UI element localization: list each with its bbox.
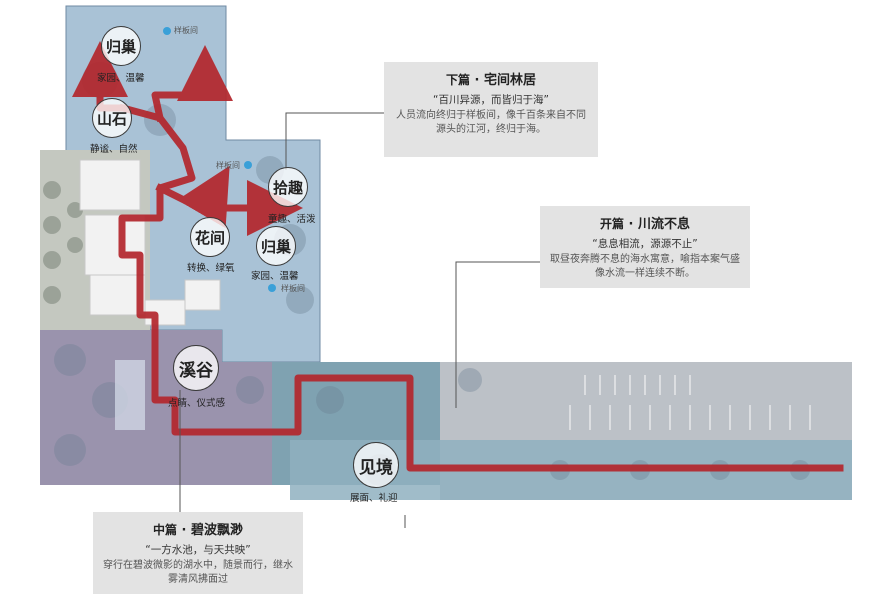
marker-dot-3 — [268, 284, 276, 292]
callout-zhong-prefix: 中篇 — [152, 523, 177, 537]
node-guichao-mid: 归巢 — [256, 226, 296, 266]
node-xigu: 溪谷 — [173, 345, 219, 391]
marker-label-2: 样板间 — [216, 161, 240, 170]
leader-kai — [455, 261, 540, 408]
callout-zhong-heading: 中篇 · 碧波飘渺 — [152, 523, 244, 538]
parking-stalls — [569, 375, 811, 430]
reflecting-pool — [115, 360, 145, 430]
leader-lines — [179, 112, 540, 512]
marker-label-1: 样板间 — [174, 26, 198, 35]
marker-dot-2 — [244, 161, 252, 169]
leader-xia — [285, 112, 384, 170]
node-guichao-mid-sub: 家园、温馨 — [251, 271, 299, 282]
callout-xia-prefix: 下篇 — [445, 73, 470, 87]
node-huajian: 花间 — [190, 217, 230, 257]
zone-lower-purple — [40, 330, 300, 485]
node-xigu-sub: 点睛、仪式感 — [168, 398, 226, 409]
callout-zhong-quote: “一方水池，与天共映” — [145, 544, 251, 556]
node-shanshi: 山石 — [92, 98, 132, 138]
callout-kai-prefix: 开篇 — [599, 217, 624, 231]
node-shiqu-sub: 童趣、活泼 — [268, 214, 316, 225]
callout-xia-title: 宅间林居 — [484, 73, 537, 88]
callout-xia-quote: “百川异源，而皆归于海” — [433, 94, 549, 106]
node-guichao-top-sub: 家园、温馨 — [97, 73, 145, 84]
buildings — [79, 159, 221, 326]
left-tree-row — [43, 181, 83, 304]
node-shanshi-sub: 静谧、自然 — [90, 144, 138, 155]
callout-kai-heading: 开篇 · 川流不息 — [599, 217, 691, 232]
node-huajian-sub: 转换、绿氧 — [187, 263, 235, 274]
callout-zhong-desc: 穿行在碧波微影的湖水中，随景而行，继水雾清风拂面过 — [103, 560, 293, 585]
callout-xia: 下篇 · 宅间林居 “百川异源，而皆归于海” 人员流向终归于样板间，像千百条来自… — [384, 62, 598, 157]
node-guichao-top: 归巢 — [101, 26, 141, 66]
callout-kai-quote: “息息相流，源源不止” — [592, 238, 698, 250]
callout-kai: 开篇 · 川流不息 “息息相流，源源不止” 取昼夜奔腾不息的海水寓意，喻指本案气… — [540, 206, 750, 288]
callout-zhong-title: 碧波飘渺 — [191, 523, 244, 538]
callout-xia-desc: 人员流向终归于样板间，像千百条来自不同源头的江河，终归于海。 — [396, 110, 586, 135]
callout-kai-title: 川流不息 — [638, 217, 691, 232]
callout-kai-desc: 取昼夜奔腾不息的海水寓意，喻指本案气盛像水流一样连续不断。 — [550, 254, 740, 279]
callout-zhong: 中篇 · 碧波飘渺 “一方水池，与天共映” 穿行在碧波微影的湖水中，随景而行，继… — [93, 512, 303, 594]
marker-dot-1 — [163, 27, 171, 35]
node-jianjing: 见境 — [353, 442, 399, 488]
marker-label-3: 样板间 — [281, 284, 305, 293]
node-shiqu: 拾趣 — [268, 167, 308, 207]
node-jianjing-sub: 展面、礼迎 — [350, 493, 398, 504]
callout-xia-heading: 下篇 · 宅间林居 — [445, 73, 537, 88]
